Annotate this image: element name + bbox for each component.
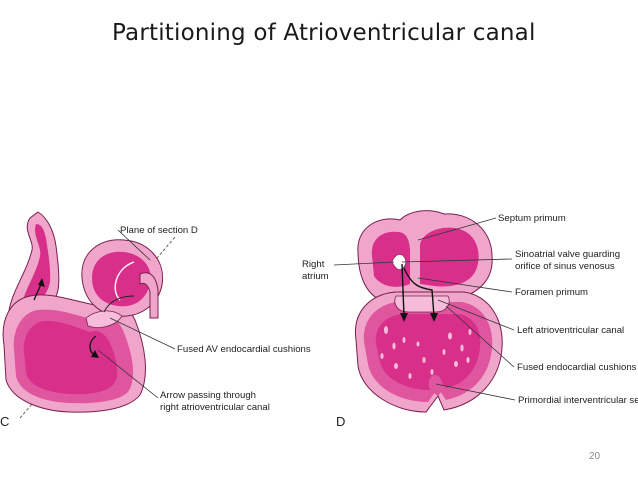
atrium-lumen (92, 251, 151, 307)
label-arrow-line2: right atrioventricular canal (160, 402, 270, 413)
label-sinoatrial-1: Sinoatrial valve guarding (515, 249, 620, 260)
sinus-venosus (139, 272, 159, 319)
label-fused-av-cushions: Fused AV endocardial cushions (177, 344, 311, 355)
label-left-av-canal: Left atrioventricular canal (517, 325, 624, 336)
right-av-arrow (401, 263, 405, 317)
left-av-arrow-head (430, 313, 438, 322)
ventricle-lumen (23, 320, 118, 395)
left-av-arrow (403, 267, 435, 317)
atrium-flow-line (103, 295, 135, 313)
septum-primum (410, 232, 420, 276)
av-cushion-tissue (85, 310, 123, 328)
right-av-arrow-head (400, 313, 408, 322)
label-foramen-primum: Foramen primum (515, 287, 588, 298)
atrium-arrow (114, 261, 135, 301)
av-canal-arrow-head (91, 350, 99, 358)
label-sinoatrial-2: orifice of sinus venosus (515, 261, 615, 272)
panel-letter-d: D (336, 414, 345, 429)
outflow-tract-lumen (20, 224, 51, 314)
panel-letter-c: C (0, 414, 9, 429)
outflow-arrow-head (38, 278, 45, 287)
label-septum-primum: Septum primum (498, 213, 566, 224)
panel-c-leaders (97, 229, 176, 399)
label-right-atrium-1: Right (302, 259, 325, 270)
fused-endocardial-cushions (394, 295, 450, 313)
left-atrium-lumen (420, 227, 479, 287)
label-plane-of-section: Plane of section D (120, 225, 198, 236)
page-number: 20 (589, 451, 601, 462)
panel-d-leaders (333, 217, 516, 401)
label-right-atrium-2: atrium (302, 271, 329, 282)
panel-c-illustration (2, 211, 176, 419)
label-fused-endocardial: Fused endocardial cushions (517, 362, 637, 373)
panel-d-illustration (354, 210, 503, 413)
label-arrow-line1: Arrow passing through (160, 390, 256, 401)
interventricular-septum (428, 374, 443, 396)
right-atrium-lumen (371, 231, 410, 287)
trabeculae (380, 326, 472, 379)
slide-title: Partitioning of Atrioventricular canal (112, 20, 536, 46)
label-primordial-septum: Primordial interventricular septu (518, 395, 638, 406)
ventricle-d-lumen (375, 314, 481, 390)
